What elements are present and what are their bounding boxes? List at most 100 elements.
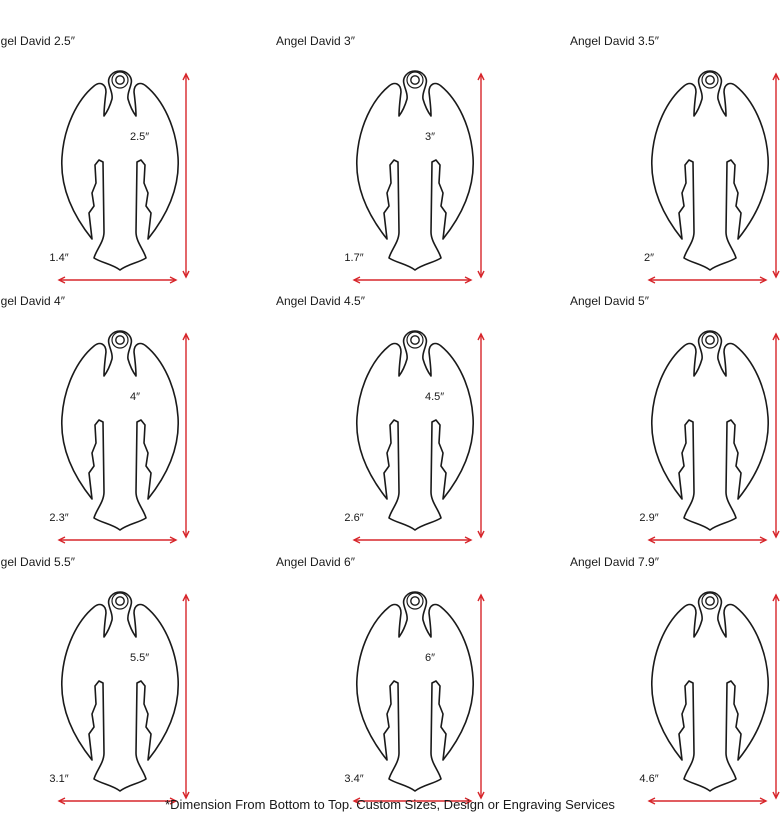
arrow-head-up <box>477 593 485 602</box>
hole-ring <box>701 331 719 349</box>
height-label: 3″ <box>425 131 436 143</box>
arrow-head-left <box>352 797 361 805</box>
angel-outline <box>651 330 769 531</box>
hanging-hole <box>705 596 715 606</box>
angel-outline-figure <box>647 591 780 805</box>
arrow-head-right <box>759 536 768 544</box>
arrow-head-up <box>182 593 190 602</box>
hole-ring <box>701 71 719 89</box>
arrow-head-down <box>772 270 780 279</box>
angel-outline-figure <box>647 330 780 544</box>
width-label: 2.6″ <box>344 512 364 524</box>
hanging-hole <box>115 335 125 345</box>
arrow-head-down <box>182 530 190 539</box>
arrow-head-right <box>464 797 473 805</box>
width-label: 3.4″ <box>344 773 364 785</box>
arrow-head-down <box>477 791 485 800</box>
angel-size-card: Angel David 5″ 2.9″ <box>570 294 780 554</box>
angel-size-card: Angel David 3″ 3″ 1.7″ <box>276 34 555 294</box>
arrow-head-left <box>352 276 361 284</box>
arrow-head-left <box>57 536 66 544</box>
hanging-hole <box>115 596 125 606</box>
hole-ring <box>111 71 129 89</box>
angel-outline <box>651 70 769 271</box>
hanging-hole <box>410 75 420 85</box>
arrow-head-right <box>464 536 473 544</box>
arrow-head-down <box>477 530 485 539</box>
width-label: 2.9″ <box>639 512 659 524</box>
arrow-head-down <box>182 270 190 279</box>
width-label: 2.3″ <box>49 512 69 524</box>
arrow-head-left <box>57 797 66 805</box>
width-label: 1.4″ <box>49 252 69 264</box>
angel-outline <box>61 330 179 531</box>
arrow-head-left <box>647 797 656 805</box>
height-label: 4.5″ <box>425 391 445 403</box>
height-label: 5.5″ <box>130 652 150 664</box>
arrow-head-left <box>647 536 656 544</box>
arrow-head-right <box>169 797 178 805</box>
angel-size-card: Angel David 2.5″ 2.5″ 1.4″ <box>0 34 260 294</box>
arrow-head-up <box>477 332 485 341</box>
width-label: 2″ <box>643 252 654 264</box>
arrow-head-right <box>759 797 768 805</box>
arrow-head-up <box>182 332 190 341</box>
angel-outline <box>61 70 179 271</box>
arrow-head-up <box>772 332 780 341</box>
arrow-head-left <box>57 276 66 284</box>
angel-size-card: Angel David 4.5″ 4.5″ 2.6″ <box>276 294 555 554</box>
size-title: Angel David 3.5″ <box>570 34 659 48</box>
angel-outline-figure <box>57 591 190 805</box>
angel-size-card: Angel David 7.9″4.6″ <box>570 555 780 815</box>
angel-size-card: Angel David 4″ 4″ 2.3″ <box>0 294 260 554</box>
hole-ring <box>406 71 424 89</box>
arrow-head-right <box>464 276 473 284</box>
arrow-head-down <box>182 791 190 800</box>
size-title: Angel David 5.5″ <box>0 555 75 569</box>
arrow-head-down <box>477 270 485 279</box>
angel-outline-figure <box>57 70 190 284</box>
arrow-head-up <box>772 72 780 81</box>
arrow-head-right <box>169 536 178 544</box>
angel-outline-figure <box>352 330 485 544</box>
height-label: 4″ <box>130 391 141 403</box>
arrow-head-down <box>772 791 780 800</box>
angel-outline <box>356 330 474 531</box>
arrow-head-up <box>477 72 485 81</box>
hanging-hole <box>705 75 715 85</box>
angel-size-card: Angel David 3.5″ 2″ <box>570 34 780 294</box>
hole-ring <box>406 592 424 610</box>
size-title: Angel David 2.5″ <box>0 34 75 48</box>
size-title: Angel David 3″ <box>276 34 355 48</box>
width-label: 1.7″ <box>344 252 364 264</box>
hanging-hole <box>115 75 125 85</box>
angel-outline-figure <box>647 70 780 284</box>
angel-size-card: Angel David 6″ 6″ 3.4″ <box>276 555 555 815</box>
angel-outline <box>356 70 474 271</box>
size-title: Angel David 4″ <box>0 294 65 308</box>
angel-outline-figure <box>352 70 485 284</box>
arrow-head-down <box>772 530 780 539</box>
hole-ring <box>111 331 129 349</box>
size-title: Angel David 5″ <box>570 294 649 308</box>
size-title: Angel David 4.5″ <box>276 294 365 308</box>
arrow-head-up <box>772 593 780 602</box>
angel-outline-figure <box>352 591 485 805</box>
arrow-head-right <box>759 276 768 284</box>
height-label: 6″ <box>425 652 436 664</box>
width-label: 4.6″ <box>639 773 659 785</box>
angel-outline <box>651 591 769 792</box>
height-label: 2.5″ <box>130 131 150 143</box>
width-label: 3.1″ <box>49 773 69 785</box>
angel-size-card: Angel David 5.5″ 5.5″ 3.1″ <box>0 555 260 815</box>
hanging-hole <box>705 335 715 345</box>
hole-ring <box>701 592 719 610</box>
arrow-head-left <box>352 536 361 544</box>
angel-outline <box>61 591 179 792</box>
arrow-head-up <box>182 72 190 81</box>
arrow-head-left <box>647 276 656 284</box>
size-title: Angel David 6″ <box>276 555 355 569</box>
hole-ring <box>406 331 424 349</box>
angel-outline <box>356 591 474 792</box>
